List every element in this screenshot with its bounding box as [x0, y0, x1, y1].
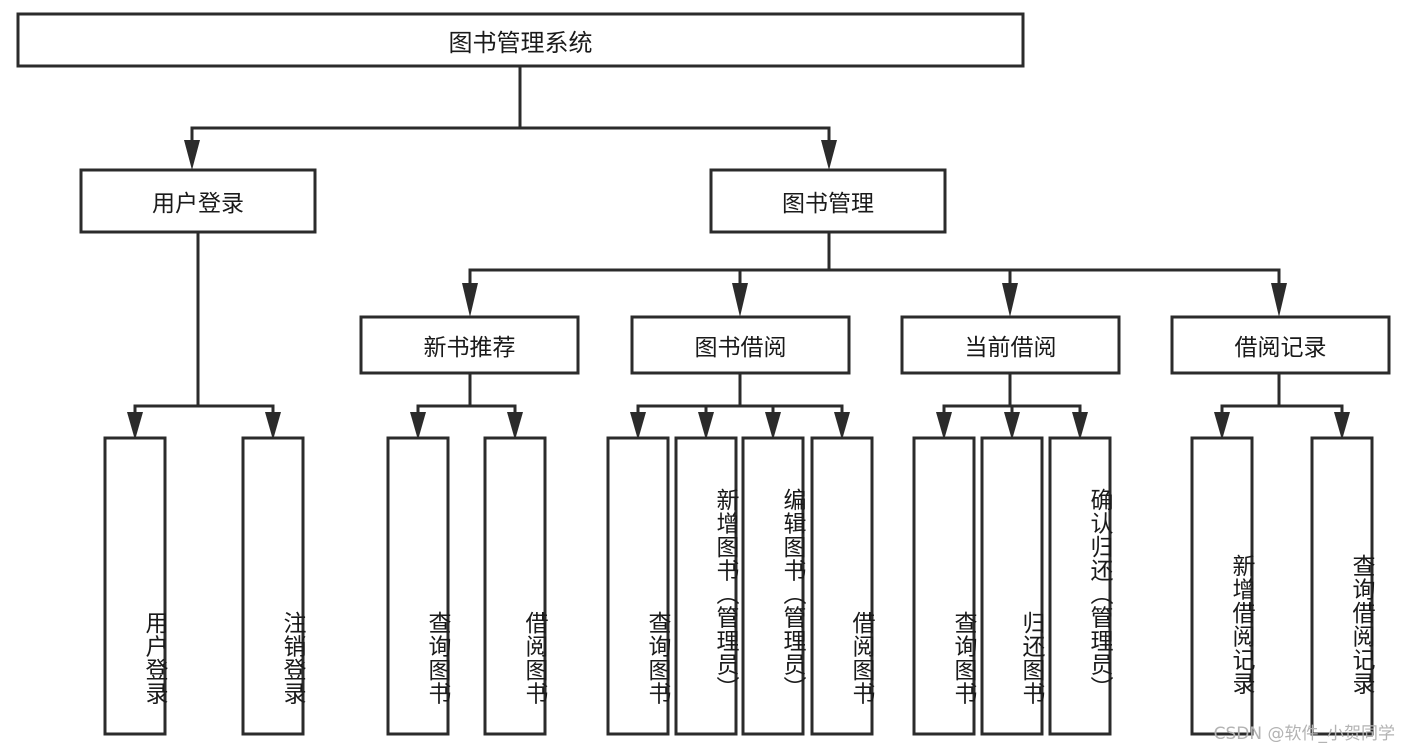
node-box-leaf-user-login[interactable]: [103, 436, 167, 736]
connector-root-to-level1: [184, 64, 837, 170]
node-box-leaf-borrow-book-2[interactable]: [810, 436, 874, 736]
node-box-leaf-query-book-2[interactable]: [606, 436, 670, 736]
arrow-new-book-recommend: [462, 283, 478, 317]
arrow-leaf-borrow-book-2: [834, 412, 850, 440]
node-box-leaf-user-logout[interactable]: [241, 436, 305, 736]
node-box-leaf-borrow-book-1[interactable]: [483, 436, 547, 736]
node-box-leaf-confirm-return[interactable]: [1048, 436, 1112, 736]
arrow-leaf-add-record: [1214, 412, 1230, 440]
node-box-current-borrow[interactable]: [900, 315, 1121, 375]
arrow-leaf-borrow-book-1: [507, 412, 523, 440]
connector-bookmgmt-to-level2: [462, 230, 1287, 317]
connector-userlogin-to-leaves: [127, 230, 281, 440]
node-box-new-book-recommend[interactable]: [359, 315, 580, 375]
arrow-user-login: [184, 140, 200, 170]
node-box-leaf-return-book[interactable]: [980, 436, 1044, 736]
arrow-leaf-add-book: [698, 412, 714, 440]
connector-bookborrow-to-leaves: [630, 371, 850, 440]
node-box-book-borrow[interactable]: [630, 315, 851, 375]
arrow-leaf-return-book: [1004, 412, 1020, 440]
node-box-leaf-query-book-1[interactable]: [386, 436, 450, 736]
arrow-book-borrow: [732, 283, 748, 317]
connector-newbook-to-leaves: [410, 371, 523, 440]
node-box-leaf-query-book-3[interactable]: [912, 436, 976, 736]
node-box-user-login[interactable]: [79, 168, 317, 234]
node-box-leaf-add-book[interactable]: [674, 436, 738, 736]
arrow-current-borrow: [1002, 283, 1018, 317]
node-box-root[interactable]: [16, 12, 1025, 68]
arrow-leaf-query-record: [1334, 412, 1350, 440]
node-box-leaf-edit-book[interactable]: [741, 436, 805, 736]
arrow-book-management: [821, 140, 837, 170]
arrow-borrow-record: [1271, 283, 1287, 317]
arrow-leaf-edit-book: [765, 412, 781, 440]
arrow-leaf-confirm-return: [1072, 412, 1088, 440]
connector-currentborrow-to-leaves: [936, 371, 1088, 440]
arrow-leaf-query-book-3: [936, 412, 952, 440]
node-box-borrow-record[interactable]: [1170, 315, 1391, 375]
arrow-leaf-query-book-1: [410, 412, 426, 440]
arrow-leaf-query-book-2: [630, 412, 646, 440]
arrow-leaf-user-login: [127, 412, 143, 440]
connector-borrowrecord-to-leaves: [1214, 371, 1350, 440]
node-box-leaf-add-record[interactable]: [1190, 436, 1254, 736]
node-box-leaf-query-record[interactable]: [1310, 436, 1374, 736]
node-box-book-management[interactable]: [709, 168, 947, 234]
arrow-leaf-user-logout: [265, 412, 281, 440]
